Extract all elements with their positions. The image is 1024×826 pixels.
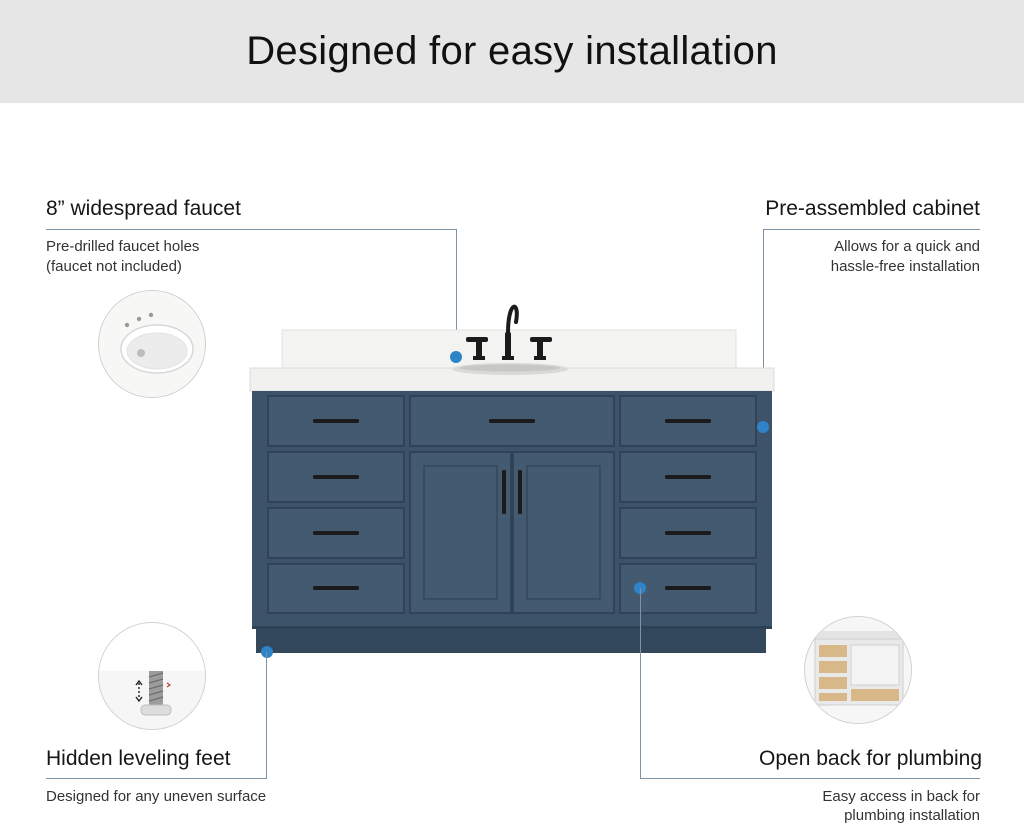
feet-callout-dot <box>261 646 273 658</box>
cabinet-feature-title: Pre-assembled cabinet <box>765 197 980 220</box>
feet-leader-horizontal <box>46 778 267 779</box>
sink-thumbnail <box>98 290 206 398</box>
faucet-callout-dot <box>450 351 462 363</box>
feet-leader-vertical <box>266 652 267 778</box>
header-banner: Designed for easy installation <box>0 0 1024 103</box>
cabinet-feature-desc-line1: Allows for a quick and <box>834 238 980 255</box>
cabinet-leader-vertical <box>763 229 764 427</box>
plumbing-leader-vertical <box>640 588 641 778</box>
cabinet-callout-dot <box>757 421 769 433</box>
plumbing-leader-horizontal <box>640 778 980 779</box>
plumbing-feature-title: Open back for plumbing <box>759 747 982 770</box>
cabinet-leader-horizontal <box>763 229 980 230</box>
faucet-feature-desc-line1: Pre-drilled faucet holes <box>46 238 200 255</box>
feet-feature-desc-line1: Designed for any uneven surface <box>46 788 267 805</box>
faucet-feature-desc-line2: (faucet not included) <box>46 258 182 275</box>
plumbing-feature-desc-line1: Easy access in back for <box>822 788 980 805</box>
faucet-leader-vertical <box>456 229 457 355</box>
faucet-feature-title: 8” widespread faucet <box>46 197 241 220</box>
faucet-leader-horizontal <box>46 229 456 230</box>
leveling-foot-thumbnail <box>98 622 206 730</box>
page-title: Designed for easy installation <box>246 29 778 73</box>
cabinet-feature-desc-line2: hassle-free installation <box>830 258 980 275</box>
open-back-thumbnail <box>804 616 912 724</box>
feet-feature-title: Hidden leveling feet <box>46 747 231 770</box>
plumbing-feature-desc-line2: plumbing installation <box>844 807 980 824</box>
